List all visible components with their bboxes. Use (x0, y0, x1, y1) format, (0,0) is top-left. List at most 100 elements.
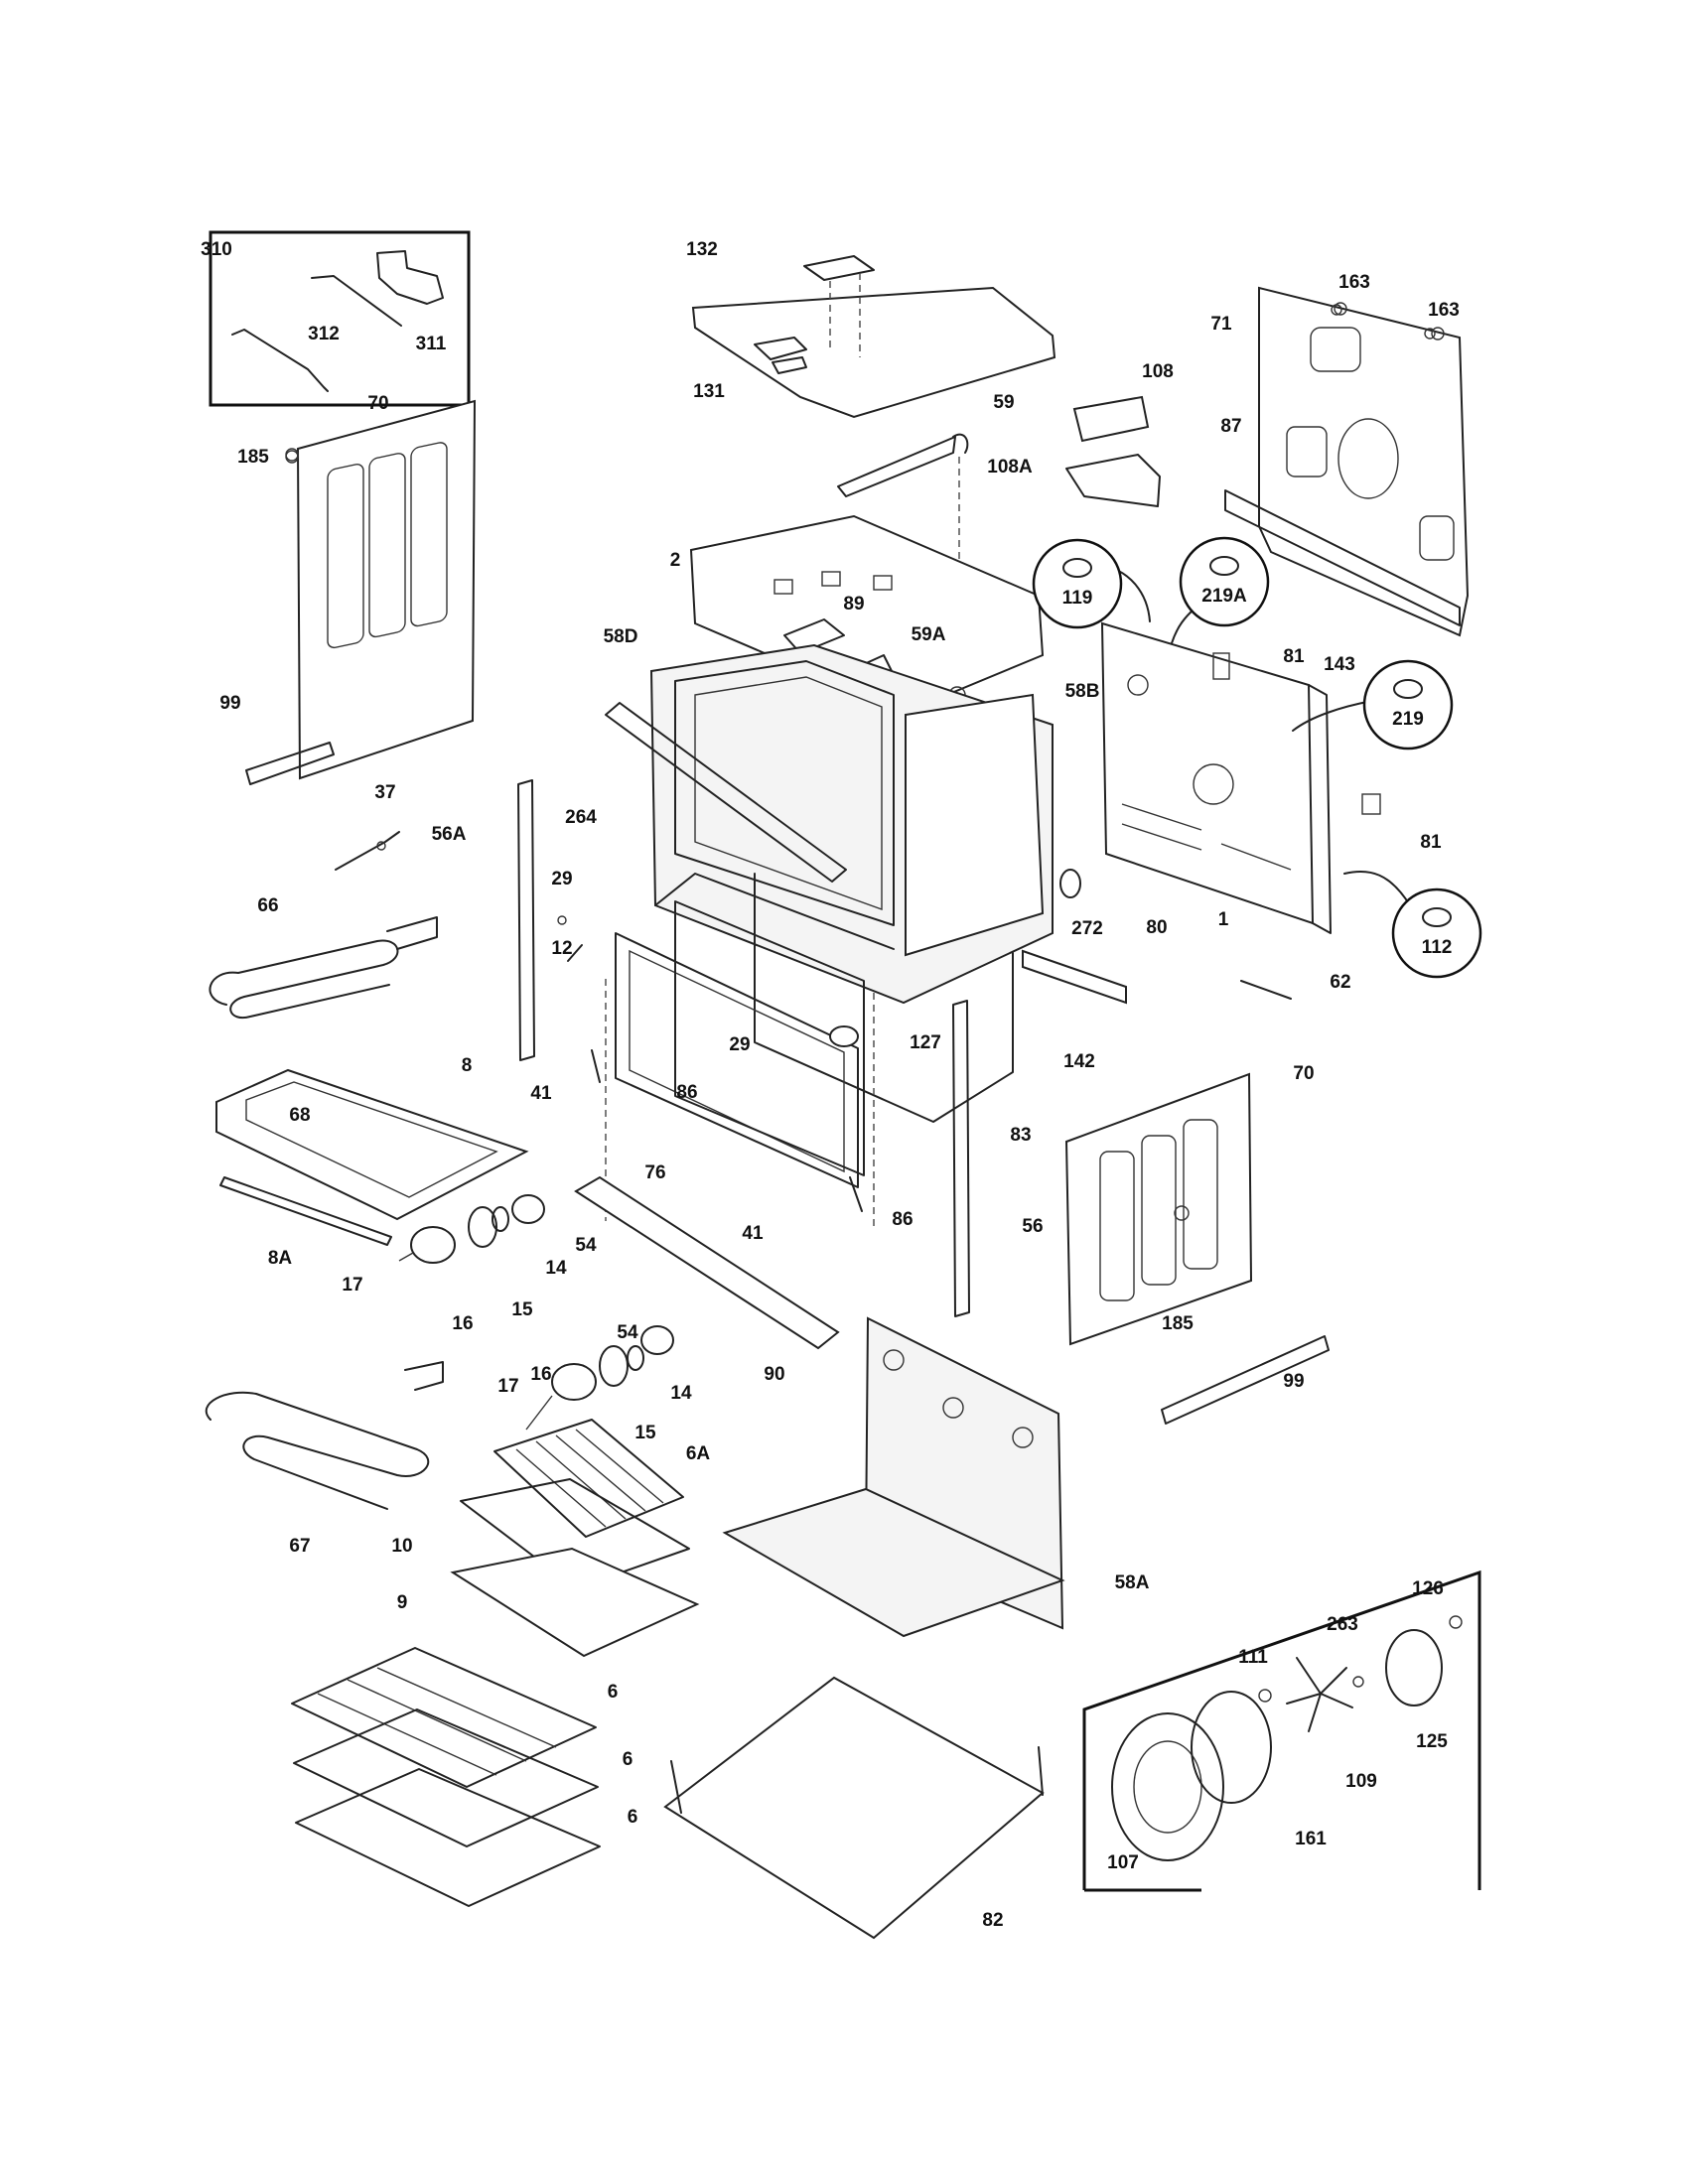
callout-163: 163 (1338, 272, 1370, 293)
callout-83: 83 (1010, 1125, 1031, 1146)
bubble-circle (1391, 887, 1482, 979)
small-parts (285, 302, 1445, 1221)
callout-15: 15 (511, 1299, 533, 1320)
callout-14: 14 (670, 1383, 692, 1404)
callout-6: 6 (628, 1807, 638, 1828)
callout-54: 54 (575, 1235, 597, 1256)
callout-132: 132 (686, 239, 718, 260)
callout-14: 14 (545, 1258, 567, 1279)
bubble-112: 112 (1391, 887, 1482, 979)
callout-163: 163 (1428, 300, 1460, 321)
callout-125: 125 (1416, 1731, 1448, 1752)
insulation-58A (722, 1316, 1065, 1638)
callout-59a: 59A (912, 624, 946, 645)
callout-312: 312 (308, 324, 340, 344)
broil-pan-9 (450, 1547, 700, 1658)
callout-58b: 58B (1065, 681, 1100, 702)
rack-slide-56 (952, 1000, 970, 1317)
callout-71: 71 (1210, 314, 1232, 335)
door-glass-8 (215, 1068, 529, 1246)
callout-161: 161 (1295, 1829, 1327, 1849)
callout-41: 41 (530, 1083, 552, 1104)
callout-2: 2 (670, 550, 681, 571)
bubble-label: 219A (1201, 586, 1247, 607)
control-panel-1 (1100, 621, 1381, 934)
callout-108: 108 (1142, 361, 1174, 382)
callout-143: 143 (1324, 654, 1355, 675)
callout-56: 56 (1022, 1216, 1043, 1237)
callout-66: 66 (257, 895, 278, 916)
callout-127: 127 (910, 1032, 941, 1053)
callout-16: 16 (530, 1364, 551, 1385)
callout-264: 264 (565, 807, 597, 828)
callout-86: 86 (676, 1082, 697, 1103)
callout-8a: 8A (268, 1248, 293, 1269)
callout-99: 99 (1283, 1371, 1304, 1392)
callout-37: 37 (374, 782, 395, 803)
callout-99: 99 (219, 693, 240, 714)
callout-10: 10 (391, 1536, 412, 1557)
meat-probe-37 (335, 831, 400, 871)
oven-rack-6-middle (293, 1708, 599, 1847)
side-panel-70-left (245, 399, 477, 785)
callout-6: 6 (623, 1749, 633, 1770)
callout-81: 81 (1283, 646, 1305, 667)
convection-fan-inset (1082, 1570, 1481, 1892)
inset-box-310 (209, 230, 471, 407)
callout-67: 67 (289, 1536, 310, 1557)
broil-rack-6A (493, 1419, 684, 1538)
callout-9: 9 (397, 1592, 408, 1613)
callout-17: 17 (342, 1275, 362, 1296)
callout-59: 59 (993, 392, 1014, 413)
callout-29: 29 (551, 869, 572, 889)
callout-70: 70 (1293, 1063, 1314, 1084)
side-panel-70-right (1064, 1072, 1330, 1425)
callout-16: 16 (452, 1313, 473, 1334)
bubble-circle (1362, 659, 1454, 751)
callout-90: 90 (764, 1364, 784, 1385)
part-108 (1065, 395, 1161, 507)
wire-cover-142 (1022, 949, 1127, 1005)
callout-310: 310 (201, 239, 232, 260)
bubble-119: 119 (1032, 538, 1123, 629)
callout-17: 17 (497, 1376, 518, 1397)
callout-41: 41 (742, 1223, 764, 1244)
callout-12: 12 (551, 938, 572, 959)
callout-87: 87 (1220, 416, 1241, 437)
callout-111: 111 (1238, 1647, 1268, 1668)
callout-6a: 6A (686, 1443, 711, 1464)
callout-80: 80 (1146, 917, 1167, 938)
oven-rack-6-upper (291, 1647, 597, 1788)
callout-142: 142 (1063, 1051, 1095, 1072)
bubble-label: 119 (1062, 588, 1093, 609)
callout-107: 107 (1107, 1852, 1139, 1873)
callout-311: 311 (416, 334, 447, 354)
oven-cavity-58D (649, 643, 1054, 1123)
callout-54: 54 (617, 1322, 638, 1343)
callout-82: 82 (982, 1910, 1003, 1931)
thermostat-icon (1422, 907, 1452, 927)
callout-58d: 58D (604, 626, 638, 647)
oven-light-assembly-lower (525, 1325, 674, 1431)
callout-56a: 56A (432, 824, 467, 845)
oven-rack-6-lower (295, 1768, 601, 1907)
callout-15: 15 (634, 1423, 656, 1443)
callout-81: 81 (1420, 832, 1442, 853)
callout-108a: 108A (987, 457, 1033, 478)
bake-element-67 (205, 1361, 444, 1510)
bubble-circle (1179, 536, 1270, 627)
bubble-circle (1032, 538, 1123, 629)
callout-6: 6 (608, 1682, 619, 1703)
bottom-tray-82 (663, 1676, 1045, 1940)
callout-131: 131 (693, 381, 725, 402)
bubble-label: 112 (1422, 937, 1453, 958)
callout-86: 86 (892, 1209, 913, 1230)
callout-8: 8 (462, 1055, 473, 1076)
callout-58a: 58A (1115, 1572, 1150, 1593)
callout-76: 76 (644, 1162, 665, 1183)
broil-element-66 (209, 916, 438, 1020)
callout-109: 109 (1345, 1771, 1377, 1792)
